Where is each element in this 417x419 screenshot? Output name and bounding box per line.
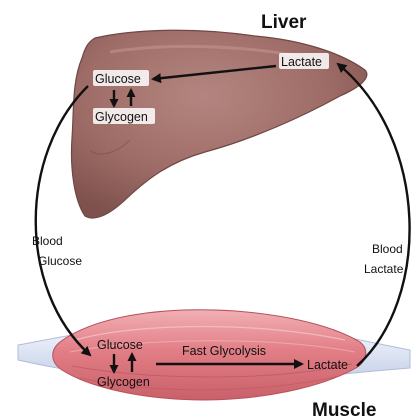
blood-lactate-line-1: Blood — [372, 242, 403, 256]
muscle-glucose-label: Glucose — [97, 338, 143, 352]
fast-glycolysis-label: Fast Glycolysis — [182, 344, 266, 358]
muscle-lactate-label: Lactate — [307, 358, 348, 372]
liver-glucose-label: Glucose — [95, 72, 141, 86]
muscle-glycogen-label: Glycogen — [97, 375, 150, 389]
liver-glycogen-label: Glycogen — [95, 110, 148, 124]
muscle-title: Muscle — [312, 400, 376, 419]
blood-glucose-line-2: Glucose — [38, 254, 82, 268]
liver-lactate-label: Lactate — [281, 55, 322, 69]
blood-lactate-label: Blood Lactate — [364, 242, 406, 276]
blood-lactate-arrow — [338, 64, 410, 366]
liver-title: Liver — [261, 12, 307, 33]
blood-lactate-line-2: Lactate — [364, 262, 404, 276]
